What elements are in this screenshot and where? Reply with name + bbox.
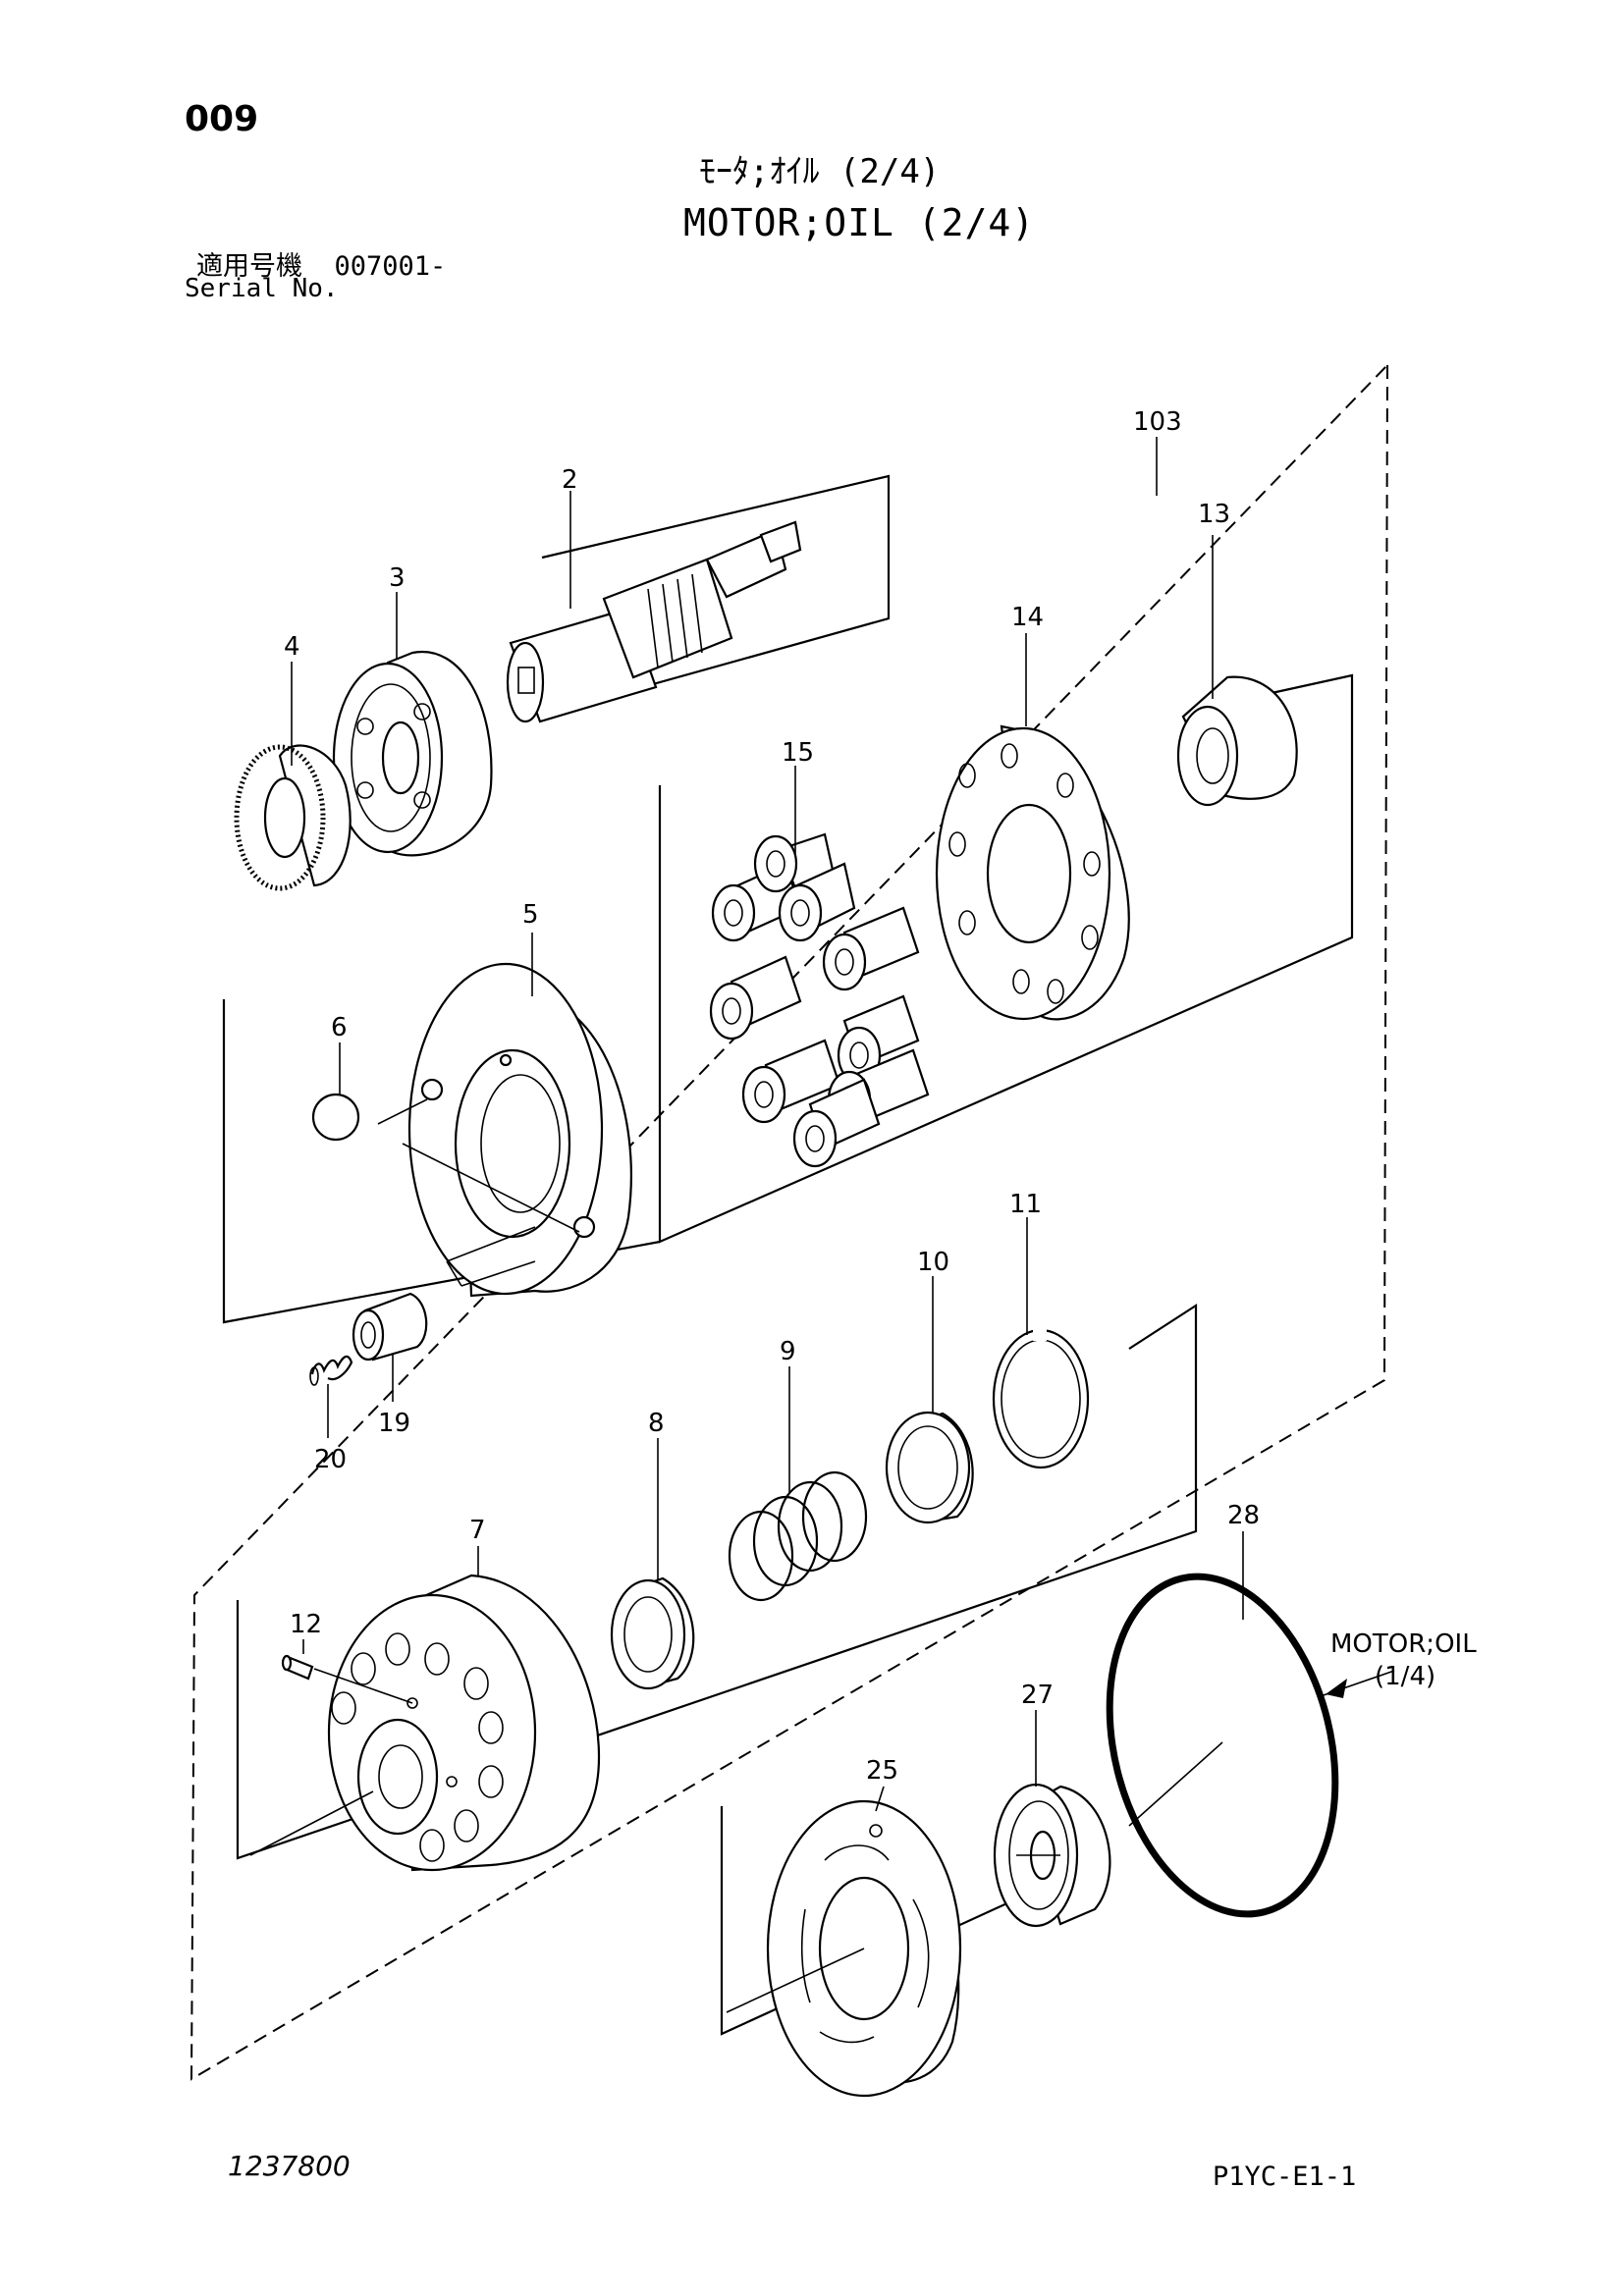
- valve-plate: [726, 1799, 962, 2098]
- part-label: 6: [331, 1013, 348, 1042]
- leader-lines: [291, 437, 1244, 1812]
- reference-arrow-icon: [1326, 1679, 1347, 1698]
- part-label: 20: [314, 1445, 347, 1474]
- small-spring: [309, 1355, 353, 1386]
- page-title-japanese: ﾓｰﾀ;ｵｲﾙ (2/4): [699, 152, 941, 191]
- ball: [311, 1093, 360, 1142]
- serial-label-japanese: 適用号機: [196, 251, 302, 282]
- part-label: 10: [917, 1248, 949, 1277]
- cylinder-barrel: [249, 1574, 601, 1872]
- part-label: 27: [1021, 1681, 1054, 1710]
- bushing: [352, 1292, 428, 1362]
- spherical-bushing: [1176, 675, 1298, 807]
- coil-spring: [728, 1470, 868, 1602]
- bearing: [332, 650, 493, 857]
- assembly-outline: [189, 362, 1389, 2081]
- pin: [281, 1654, 314, 1681]
- part-label: 9: [780, 1337, 796, 1366]
- piston-assemblies: [709, 832, 930, 1168]
- reference-page: (1/4): [1375, 1662, 1435, 1691]
- part-label: 19: [378, 1409, 410, 1438]
- part-label: 13: [1198, 500, 1230, 529]
- part-label: 5: [522, 900, 539, 930]
- part-label: 28: [1227, 1501, 1260, 1530]
- part-label: 103: [1133, 407, 1182, 437]
- serial-range: 適用号機 007001-: [196, 253, 446, 280]
- page-code: P1YC-E1-1: [1213, 2162, 1357, 2192]
- shaft-group-frame: [536, 474, 891, 719]
- o-ring: [1106, 1573, 1339, 1918]
- washer: [610, 1576, 695, 1690]
- part-label: 14: [1011, 603, 1044, 632]
- part-label: 4: [284, 632, 300, 662]
- oil-seal: [234, 744, 352, 891]
- retainer-plate: [935, 724, 1130, 1021]
- drive-shaft: [506, 520, 802, 723]
- serial-value: 007001-: [334, 251, 447, 282]
- part-label: 15: [782, 738, 814, 768]
- spacer-ring: [885, 1411, 974, 1524]
- part-label: 8: [648, 1409, 665, 1438]
- needle-bearing: [993, 1783, 1111, 1928]
- part-label: 12: [290, 1610, 322, 1639]
- page-number: 009: [185, 99, 259, 139]
- drawing-number: 1237800: [228, 2150, 351, 2182]
- reference-label: MOTOR;OIL: [1330, 1629, 1477, 1659]
- snap-ring: [992, 1327, 1090, 1469]
- serial-label: Serial No.: [185, 274, 339, 303]
- cylinder-group-frame: [236, 1303, 1198, 1860]
- part-label: 7: [469, 1516, 486, 1545]
- part-label: 11: [1009, 1190, 1042, 1219]
- page-title: MOTOR;OIL (2/4): [683, 201, 1036, 244]
- part-label: 25: [866, 1756, 898, 1786]
- part-label: 3: [389, 563, 406, 593]
- swash-plate: [377, 962, 632, 1298]
- part-label: 2: [562, 465, 578, 495]
- barrel-group-frame: [658, 673, 1354, 1244]
